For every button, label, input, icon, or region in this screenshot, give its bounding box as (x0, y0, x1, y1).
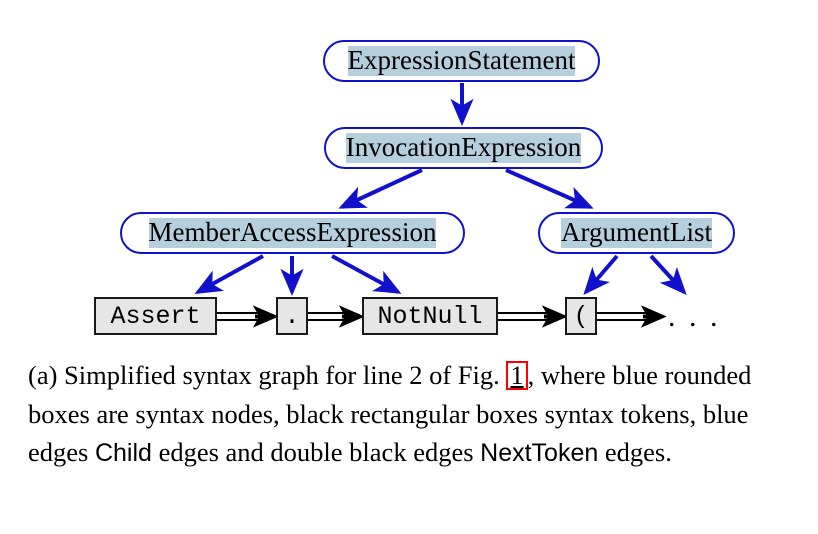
syntax-node-member-access-expression[interactable]: MemberAccessExpression (120, 212, 465, 254)
syntax-token-label: ( (573, 301, 589, 331)
syntax-node-label: MemberAccessExpression (148, 217, 437, 248)
nexttoken-edge-openparen-ellipsis (597, 305, 667, 328)
figure-caption: (a) Simplified syntax graph for line 2 o… (28, 356, 790, 473)
caption-part-4: edges. (598, 437, 672, 467)
syntax-token-not-null[interactable]: NotNull (362, 297, 498, 335)
syntax-node-label: ExpressionStatement (347, 45, 576, 76)
child-edge-memberaccessexpression-assert (194, 254, 264, 294)
caption-part-1: (a) Simplified syntax graph for line 2 o… (28, 360, 507, 390)
syntax-node-argument-list[interactable]: ArgumentList (538, 212, 735, 254)
nexttoken-edge-assert-dot (217, 305, 279, 328)
nexttoken-edge-notnull-openparen (498, 305, 568, 328)
syntax-node-label: InvocationExpression (345, 132, 582, 163)
syntax-token-label: Assert (110, 301, 201, 331)
syntax-token-label: NotNull (377, 301, 483, 331)
child-edge-memberaccessexpression-notnull (331, 254, 402, 294)
child-edge-invocationexpression-memberaccessexpression (338, 168, 423, 209)
syntax-token-label: . (284, 301, 300, 331)
syntax-node-expression-statement[interactable]: ExpressionStatement (323, 40, 600, 82)
nexttoken-edge-dot-notnull (308, 305, 365, 328)
syntax-token-assert[interactable]: Assert (94, 297, 217, 335)
child-edge-invocationexpression-argumentlist (505, 168, 594, 209)
graph-edges-svg (194, 83, 687, 328)
caption-part-2: , where blue rounded boxes are syntax no… (28, 360, 752, 467)
caption-term-child: Child (94, 439, 152, 467)
syntax-node-invocation-expression[interactable]: InvocationExpression (324, 127, 603, 169)
syntax-node-label: ArgumentList (561, 217, 712, 248)
ellipsis-more-tokens: . . . (668, 300, 721, 333)
child-edge-argumentlist-ellipsis (649, 254, 687, 295)
child-edges-group (194, 83, 687, 297)
caption-part-3: edges and double black edges (151, 437, 481, 467)
nexttoken-edges-group (217, 305, 667, 328)
child-edge-argumentlist-openparen (583, 254, 619, 296)
syntax-token-dot[interactable]: . (276, 297, 308, 335)
syntax-token-open-paren[interactable]: ( (565, 297, 597, 335)
figure-reference-link[interactable]: 1 (506, 361, 528, 390)
caption-term-next-token: NextToken (480, 439, 599, 467)
figure-syntax-graph: ExpressionStatement InvocationExpression… (94, 40, 735, 335)
